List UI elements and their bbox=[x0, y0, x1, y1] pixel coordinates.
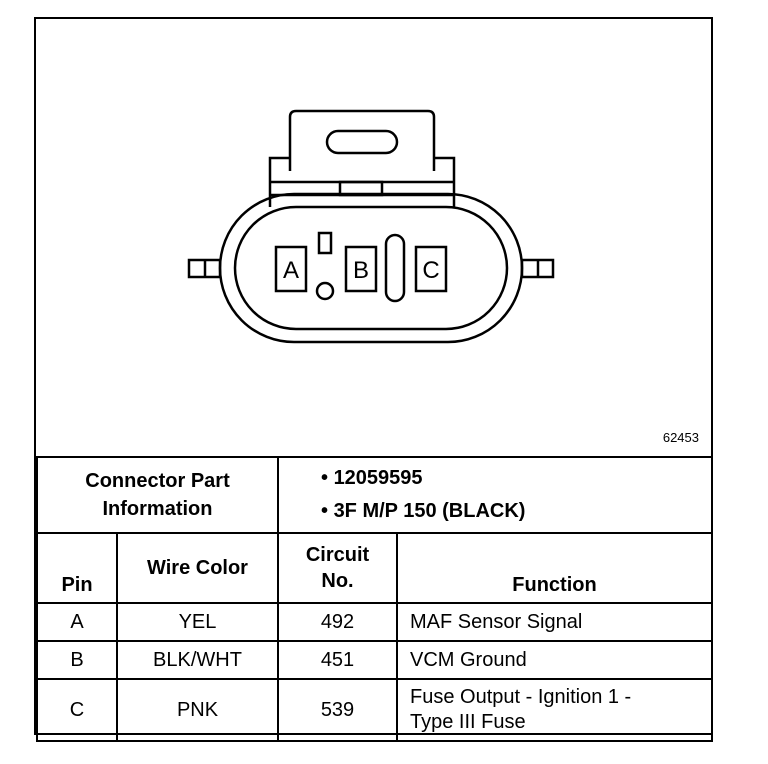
connector-table: Connector Part Information 12059595 3F M… bbox=[36, 456, 714, 742]
circuit-cell: 539 bbox=[277, 678, 398, 742]
header-function: Function bbox=[395, 532, 714, 604]
wire-color-cell: BLK/WHT bbox=[116, 640, 279, 680]
connector-info-label: Connector Part Information bbox=[36, 456, 279, 534]
circuit-cell: 451 bbox=[277, 640, 398, 680]
circuit-cell: 492 bbox=[277, 602, 398, 642]
pin-cavity-a bbox=[274, 245, 308, 293]
pin-cavity-b bbox=[344, 245, 378, 293]
header-row: Pin Wire Color Circuit No. Function bbox=[36, 532, 714, 604]
connector-figure: A B C 62453 Connector Part Information 1… bbox=[34, 17, 714, 742]
function-cell: VCM Ground bbox=[395, 640, 714, 680]
tab-slot bbox=[325, 129, 399, 155]
locking-tab bbox=[288, 109, 436, 171]
function-cell: MAF Sensor Signal bbox=[395, 602, 714, 642]
function-cell: Fuse Output - Ignition 1 - Type III Fuse bbox=[395, 678, 714, 742]
table-row: A YEL 492 MAF Sensor Signal bbox=[36, 602, 714, 642]
figure-number: 62453 bbox=[662, 430, 699, 445]
connector-inner-wall bbox=[233, 205, 509, 331]
pin-cavity-c bbox=[414, 245, 448, 293]
pin-label-c: C bbox=[422, 257, 439, 284]
polarization-hole bbox=[315, 281, 335, 301]
pin-cell: C bbox=[36, 678, 118, 742]
part-number: 12059595 bbox=[321, 462, 711, 495]
connector-info-list: 12059595 3F M/P 150 (BLACK) bbox=[276, 456, 714, 534]
header-pin: Pin bbox=[36, 532, 118, 604]
connector-description: 3F M/P 150 (BLACK) bbox=[321, 495, 711, 528]
header-wire-color: Wire Color bbox=[116, 532, 279, 604]
polarization-key bbox=[317, 231, 333, 255]
wire-color-cell: PNK bbox=[116, 678, 279, 742]
wire-color-cell: YEL bbox=[116, 602, 279, 642]
header-circuit: Circuit No. bbox=[277, 532, 398, 604]
separator-rib bbox=[384, 233, 406, 303]
pin-cell: A bbox=[36, 602, 118, 642]
connector-info-row: Connector Part Information 12059595 3F M… bbox=[36, 456, 714, 534]
pin-label-b: B bbox=[353, 257, 369, 284]
pin-label-a: A bbox=[283, 257, 299, 284]
tab-shoulders bbox=[268, 156, 456, 207]
table-row: C PNK 539 Fuse Output - Ignition 1 - Typ… bbox=[36, 678, 714, 742]
table-row: B BLK/WHT 451 VCM Ground bbox=[36, 640, 714, 680]
connector-diagram: A B C 62453 bbox=[36, 19, 711, 458]
pin-cell: B bbox=[36, 640, 118, 680]
connector-drawing: A B C bbox=[187, 109, 555, 344]
